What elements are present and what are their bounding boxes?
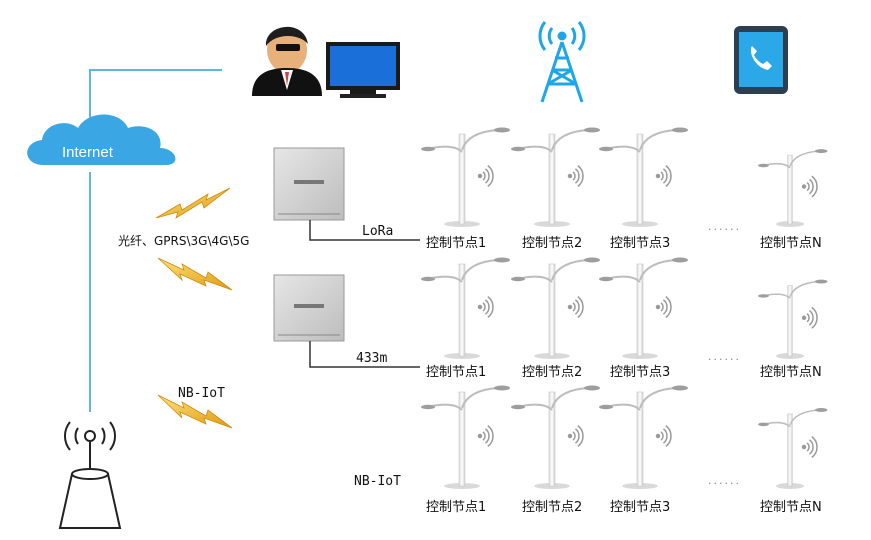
signal-waves-icon — [801, 436, 818, 458]
street-lamp-icon — [758, 408, 828, 489]
signal-waves-icon — [477, 296, 494, 318]
node-label: 控制节点3 — [610, 500, 671, 515]
protocol-label-433m: 433m — [356, 351, 388, 366]
node-label: 控制节点2 — [522, 236, 583, 251]
radio-tower-icon — [538, 21, 586, 103]
connector-lines — [309, 220, 420, 368]
base-station-icon — [58, 421, 122, 529]
lightning-icon-1 — [155, 187, 231, 219]
signal-waves-icon — [477, 425, 494, 447]
street-lamp-icon — [511, 127, 600, 227]
signal-waves-icon — [567, 165, 584, 187]
street-lamp-icon — [758, 279, 828, 359]
lightning-icons — [155, 187, 233, 429]
node-label: 控制节点N — [760, 236, 822, 251]
lightning-icon-2 — [157, 257, 233, 291]
street-lamp-icon — [511, 257, 600, 359]
node-label: 控制节点N — [760, 500, 822, 515]
protocol-label-lora: LoRa — [362, 224, 394, 239]
cloud-icon — [27, 114, 176, 165]
signal-waves-icon — [477, 165, 494, 187]
street-lamp-icon — [599, 257, 688, 359]
node-label: 控制节点1 — [426, 236, 487, 251]
node-label: 控制节点2 — [522, 365, 583, 380]
street-lamp-icon — [511, 385, 600, 489]
signal-waves-icon — [567, 296, 584, 318]
mobile-phone-icon — [734, 26, 788, 94]
street-lamp-icon — [421, 127, 510, 227]
street-lamp-icon — [599, 385, 688, 489]
street-lamps — [421, 127, 828, 489]
signal-waves-icon — [655, 296, 672, 318]
node-label: 控制节点3 — [610, 236, 671, 251]
street-lamp-icon — [758, 149, 828, 227]
node-label: 控制节点1 — [426, 365, 487, 380]
node-label: 控制节点2 — [522, 500, 583, 515]
node-label: 控制节点N — [760, 365, 822, 380]
protocol-label-nbiot: NB-IoT — [354, 474, 401, 489]
street-lamp-icon — [421, 385, 510, 489]
controller-box-icon-1 — [273, 147, 345, 221]
node-label: 控制节点1 — [426, 500, 487, 515]
signal-waves-icon — [655, 425, 672, 447]
lightning-icon-3 — [157, 394, 233, 429]
controller-box-icon-2 — [273, 274, 345, 342]
ellipsis: ...... — [708, 350, 741, 363]
signal-waves-icon — [801, 175, 818, 198]
street-lamp-icon — [421, 257, 510, 359]
internet-label: Internet — [62, 144, 113, 161]
street-lamp-icon — [599, 127, 688, 227]
link-label-top: 光纤、GPRS\3G\4G\5G — [118, 234, 250, 248]
signal-waves-icon — [801, 306, 818, 329]
link-label-nbiot: NB-IoT — [178, 386, 225, 401]
ellipsis: ...... — [708, 220, 741, 233]
signal-waves-icon — [567, 425, 584, 447]
signal-waves-icon — [655, 165, 672, 187]
ellipsis: ...... — [708, 474, 741, 487]
user-at-computer-icon — [252, 26, 400, 98]
network-lines — [89, 69, 222, 412]
node-label: 控制节点3 — [610, 365, 671, 380]
